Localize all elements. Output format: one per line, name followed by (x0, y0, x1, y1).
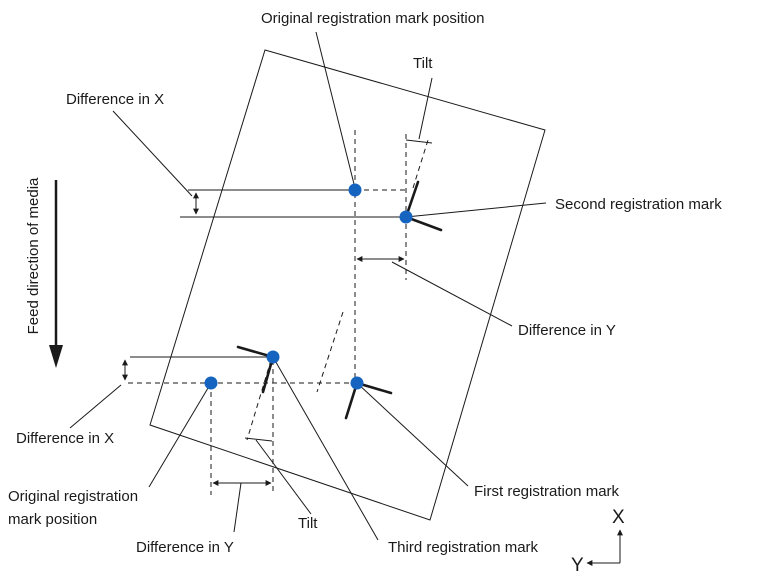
diff-x-top-leader (112, 110, 193, 197)
feed-direction-label: Feed direction of media (25, 177, 42, 334)
tilt-top-bracket (405, 139, 433, 144)
third-mark-label: Third registration mark (388, 539, 539, 556)
original-bottom-label-line2: mark position (8, 511, 97, 528)
feed-direction-arrow (49, 180, 63, 368)
original-bottom-leader (148, 382, 212, 488)
third-registration-mark (266, 350, 280, 364)
tilt-top-label: Tilt (413, 55, 433, 72)
diff-x-bottom-label: Difference in X (16, 430, 114, 447)
tilt-bottom-label: Tilt (298, 515, 318, 532)
diff-y-right-leader (391, 261, 513, 327)
dash-tilt-top (412, 139, 429, 189)
first-registration-mark (350, 376, 364, 390)
tilt-top-leader (418, 77, 433, 140)
tilt-bottom-bracket (244, 437, 273, 442)
second-mark-label: Second registration mark (555, 196, 722, 213)
dash-tilt-middle (316, 311, 344, 393)
diff-y-bottom-leader (233, 482, 242, 533)
original-top-leader (315, 31, 356, 189)
first-mark-leader (356, 382, 469, 487)
second-mark-leader (405, 202, 547, 218)
axis-x-label: X (612, 507, 625, 528)
dash-tilt-bottom (246, 359, 272, 441)
diff-x-bottom-leader (69, 384, 122, 429)
diff-y-bottom-label: Difference in Y (136, 539, 234, 556)
original-top-label: Original registration mark position (261, 10, 484, 27)
tilt-bottom-leader (255, 439, 312, 515)
original-bottom-label-line1: Original registration (8, 488, 138, 505)
axis-y-label: Y (571, 555, 584, 571)
first-mark-label: First registration mark (474, 483, 620, 500)
third-mark-leader (272, 356, 379, 541)
diff-x-top-label: Difference in X (66, 91, 164, 108)
second-registration-mark (399, 210, 413, 224)
diff-y-right-label: Difference in Y (518, 322, 616, 339)
original-registration-mark-bottom (204, 376, 218, 390)
original-registration-mark-top (348, 183, 362, 197)
media-sheet (149, 49, 546, 521)
